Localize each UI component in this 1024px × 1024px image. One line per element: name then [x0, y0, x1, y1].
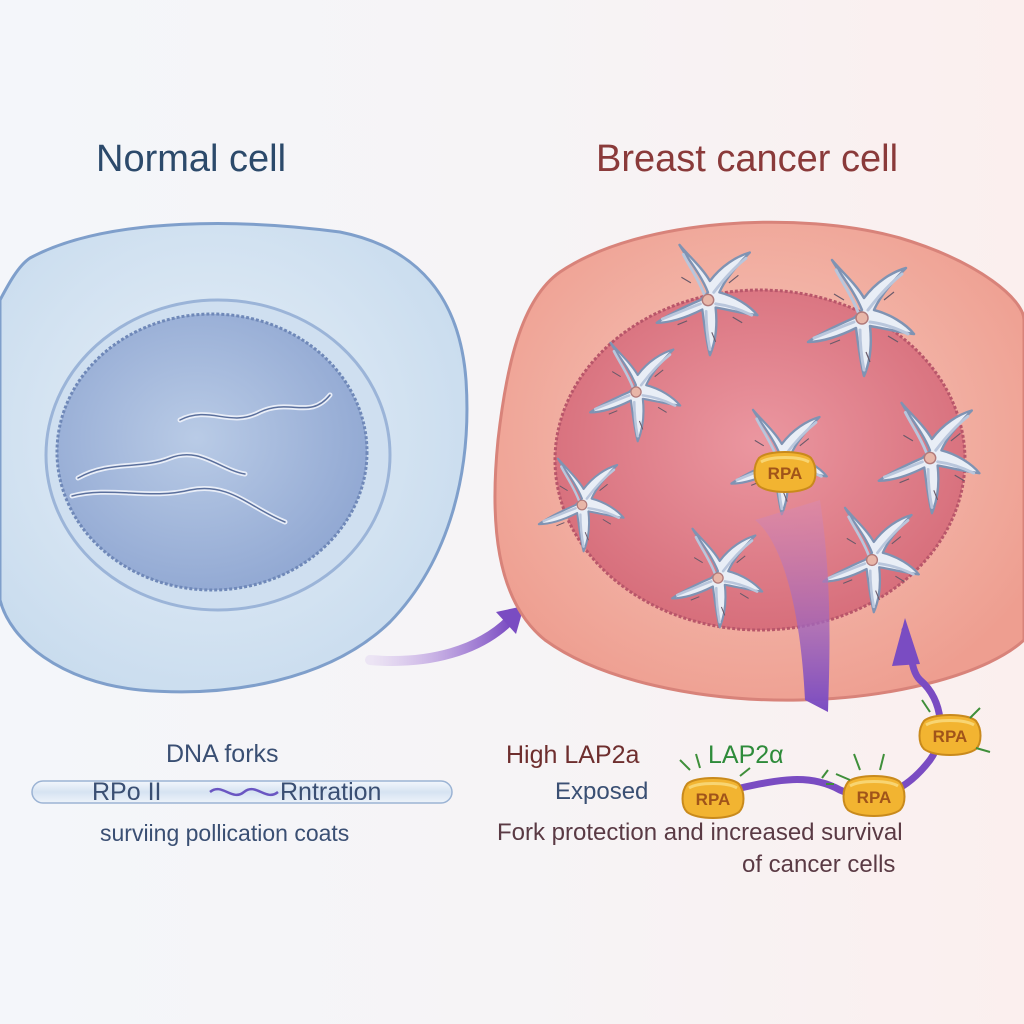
normal-cell-title: Normal cell — [96, 138, 287, 180]
dna-fork-tube — [31, 780, 453, 804]
rpa-center-label: RPA — [768, 464, 803, 483]
fork-protection-label: Fork protection and increased survival — [497, 819, 903, 846]
normal-cell — [0, 222, 469, 694]
rpa-center: RPA — [753, 450, 817, 494]
rntration-label: Rntration — [280, 778, 382, 806]
cancer-cell-title: Breast cancer cell — [596, 138, 899, 180]
rpa-fork-2-label: RPA — [857, 788, 892, 807]
exposed-label: Exposed — [555, 778, 649, 805]
rpa-fork-3-label: RPA — [933, 727, 968, 746]
lap2a-green-label: LAP2α — [708, 741, 784, 769]
rpa-fork-1: RPA — [681, 776, 745, 820]
lap2a-fork-line — [696, 626, 944, 801]
dna-strands — [69, 392, 333, 525]
dna-forks-label: DNA forks — [166, 740, 279, 768]
normal-nucleus — [55, 312, 369, 592]
protein-sprigs — [679, 699, 991, 785]
of-cancer-cells-label: of cancer cells — [742, 851, 896, 878]
high-lap2a-label: High LAP2a — [506, 741, 640, 769]
lap2a-fork-tip — [892, 618, 920, 666]
lap2a-stalk — [755, 500, 830, 712]
rpa-fork-3: RPA — [918, 713, 982, 757]
rpa-fork-1-label: RPA — [696, 790, 731, 809]
rpa-ii-label: RPo II — [92, 778, 162, 806]
rpa-fork-2: RPA — [842, 774, 906, 818]
transition-arrow — [365, 606, 524, 666]
surviving-label: surviing pollication coats — [100, 820, 350, 846]
